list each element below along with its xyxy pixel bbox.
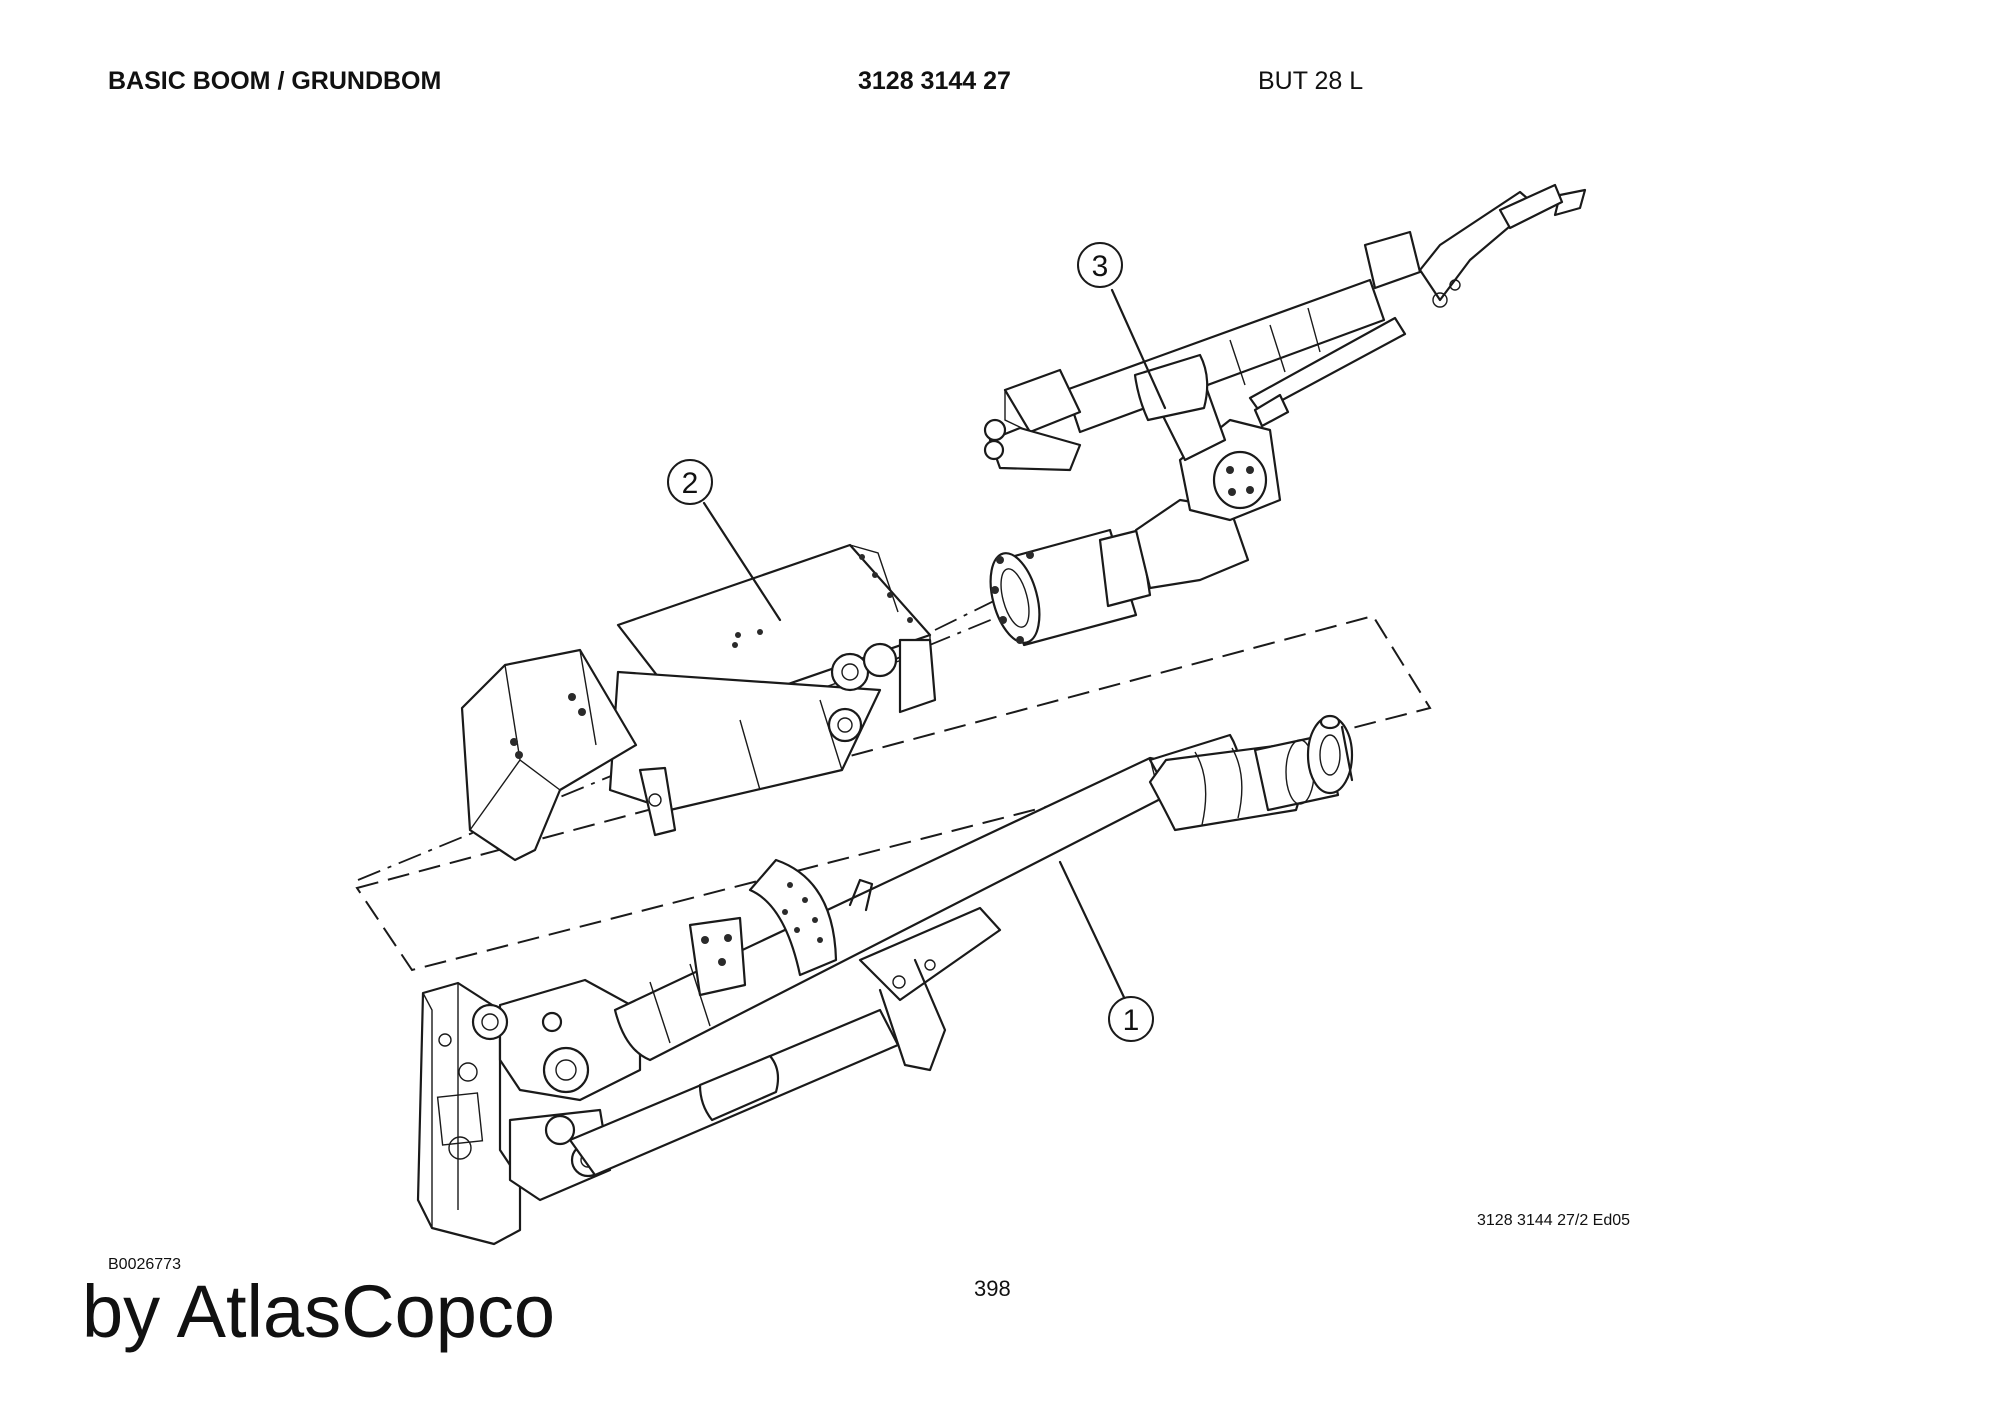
brand-signature: by AtlasCopco: [82, 1270, 556, 1353]
document-id: B0026773: [108, 1256, 181, 1273]
callout-1: 1: [1058, 860, 1154, 1042]
callout-2: 2: [667, 459, 782, 622]
part-number: 3128 3144 27: [858, 67, 1011, 95]
svg-text:3: 3: [1092, 250, 1109, 283]
extension-joint-part: [983, 183, 1587, 647]
page-title: BASIC BOOM / GRUNDBOM: [108, 67, 442, 95]
drawing-reference: 3128 3144 27/2 Ed05: [1477, 1212, 1631, 1229]
model-name: BUT 28 L: [1258, 67, 1364, 95]
boom-head-part: [460, 543, 1001, 862]
page-number: 398: [974, 1276, 1011, 1301]
callout-3: 3: [1077, 242, 1167, 410]
boom-tube-part: [355, 611, 1432, 1246]
svg-text:2: 2: [682, 467, 699, 500]
svg-text:1: 1: [1123, 1004, 1140, 1037]
